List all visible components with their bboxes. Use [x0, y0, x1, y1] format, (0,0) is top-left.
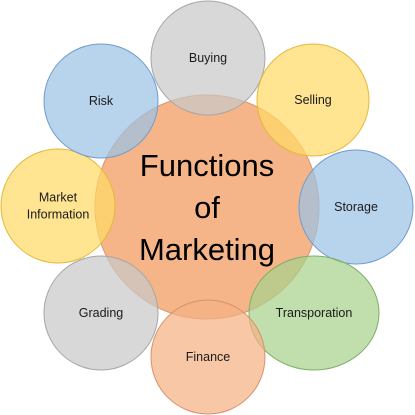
node-label-finance: Finance [186, 350, 231, 364]
node-label-risk: Risk [89, 94, 114, 108]
node-label-transporation: Transporation [276, 306, 353, 320]
node-circle-finance [150, 299, 266, 415]
node-label-market-information-1: Market [39, 191, 78, 205]
center-title-line-2: of [194, 190, 220, 225]
node-label-storage: Storage [334, 200, 378, 214]
node-circle-buying [150, 0, 266, 116]
node-label-selling: Selling [294, 93, 332, 107]
center-title-line-1: Functions [140, 148, 274, 183]
node-circle-selling [256, 43, 370, 157]
node-circle-market-information [0, 148, 116, 264]
node-label-buying: Buying [189, 51, 227, 65]
node-circle-grading [43, 255, 159, 371]
node-label-market-information-2: Information [27, 208, 90, 222]
node-circle-risk [43, 43, 159, 159]
node-circle-transporation [248, 255, 380, 371]
node-label-grading: Grading [79, 306, 124, 320]
node-circle-storage [298, 149, 414, 265]
center-title-line-3: Marketing [139, 232, 275, 267]
